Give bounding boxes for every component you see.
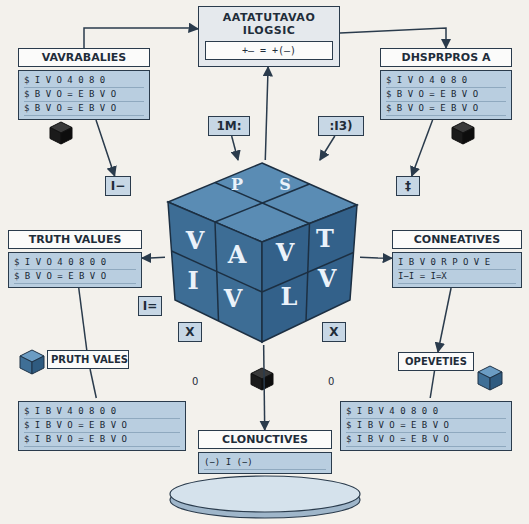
table-row: $ I B V O = E B V O — [24, 433, 180, 447]
connector — [142, 257, 165, 259]
tag-box: PRUTH VALES — [47, 350, 129, 369]
letter-cube: PSVAVTIVLV — [165, 160, 360, 345]
table-body: $ I V O 4 0 8 0 0$ B V O = E B V O — [8, 252, 142, 288]
platform — [170, 476, 360, 518]
symbol-text: X — [181, 325, 199, 339]
cube-face — [262, 205, 357, 342]
black-cube — [251, 368, 273, 390]
table-body: $ I B V 4 0 8 0 0$ I B V O = E B V O$ I … — [18, 401, 186, 451]
symbol-text: ‡ — [399, 179, 417, 193]
cube-letter: S — [279, 175, 291, 194]
tag-text: OPEVETIES — [402, 356, 470, 367]
table-row: I B V 0 R P O V E — [398, 256, 516, 270]
table-row: $ I B V O = E B V O — [24, 419, 180, 433]
panel-heading: DHSPRPROS A — [380, 48, 512, 67]
panel-heading: CONNEATIVES — [392, 230, 522, 249]
table-row: $ I V O 4 0 8 0 — [24, 74, 144, 88]
table-row: $ I B V O = E B V O — [346, 433, 506, 447]
connector — [84, 28, 198, 48]
symbol-box: ‡ — [396, 176, 420, 196]
table-panel: CONNEATIVES I B V 0 R P O V EI−I = I=X — [392, 230, 522, 288]
tag-box: OPEVETIES — [398, 352, 474, 371]
black-cube — [50, 122, 72, 144]
symbol-box: :I3) — [318, 116, 364, 136]
connector — [264, 345, 265, 430]
cube-letter: I — [187, 266, 198, 295]
panel-heading: VAVRABALIES — [18, 48, 150, 67]
symbol-box: I− — [105, 176, 131, 196]
table-panel: VAVRABALIES$ I V O 4 0 8 0$ B V O = E B … — [18, 48, 150, 120]
table-row: $ B V O = E B V O — [386, 88, 506, 102]
connector — [232, 136, 238, 160]
symbol-box: 1M: — [208, 116, 250, 136]
connector — [438, 288, 451, 352]
free-label: 0 — [328, 376, 334, 387]
table-panel: TRUTH VALUES $ I V O 4 0 8 0 0$ B V O = E… — [8, 230, 142, 288]
symbol-box: X — [178, 322, 202, 342]
connector — [360, 257, 392, 258]
cube-letter: V — [276, 238, 295, 267]
cube-seam — [172, 251, 263, 292]
table-panel: CLONUCTIVES (−) I (−) — [198, 430, 332, 474]
table-row: $ I V O 4 0 8 0 — [386, 74, 506, 88]
cube-letter: T — [316, 224, 334, 253]
cube-seam — [215, 184, 310, 222]
table-body: (−) I (−) — [198, 452, 332, 474]
panel-heading: TRUTH VALUES — [8, 230, 142, 249]
title-box: AATATUTAVAO ILOGSIC +— = +(—) — [198, 6, 340, 67]
blue-cube — [478, 366, 502, 390]
table-body: $ I V O 4 0 8 0$ B V O = E B V O$ B V O … — [18, 70, 150, 120]
connector — [96, 120, 115, 176]
table-body: $ I B V 4 0 8 0 0$ I B V O = E B V O$ I … — [340, 401, 512, 451]
table-row: $ I B V 4 0 8 0 0 — [24, 405, 180, 419]
cube-seam — [215, 183, 310, 224]
panel-heading: CLONUCTIVES — [198, 430, 332, 449]
tag-text: PRUTH VALES — [51, 354, 125, 365]
symbol-text: :I3) — [321, 119, 361, 133]
black-cube — [452, 122, 474, 144]
table-body: $ I V O 4 0 8 0$ B V O = E B V O$ B V O … — [380, 70, 512, 120]
connector — [79, 288, 87, 350]
cube-letter: V — [186, 226, 205, 255]
table-row: $ B V O = E B V O — [24, 102, 144, 116]
title-text: AATATUTAVAO ILOGSIC — [205, 11, 333, 37]
cube-face — [168, 202, 262, 342]
connector — [265, 67, 268, 160]
symbol-box: I= — [138, 296, 162, 316]
table-row: $ I B V O = E B V O — [346, 419, 506, 433]
table-panel: DHSPRPROS A$ I V O 4 0 8 0$ B V O = E B … — [380, 48, 512, 120]
cube-letter: V — [318, 264, 337, 293]
cube-letter: V — [224, 284, 243, 313]
connector — [412, 120, 433, 176]
connector — [430, 371, 434, 398]
cube-letter: L — [281, 282, 298, 311]
table-row: (−) I (−) — [204, 456, 326, 470]
table-row: $ I B V 4 0 8 0 0 — [346, 405, 506, 419]
formula-text: +— = +(—) — [205, 41, 333, 60]
table-panel: $ I B V 4 0 8 0 0$ I B V O = E B V O$ I … — [340, 398, 512, 451]
table-row: $ B V O = E B V O — [24, 88, 144, 102]
table-row: I−I = I=X — [398, 270, 516, 284]
cube-letter: P — [231, 175, 243, 194]
free-label: 0 — [192, 376, 198, 387]
cube-letter: A — [228, 240, 247, 269]
connector — [90, 369, 96, 398]
table-row: $ B V O = E B V O — [14, 270, 136, 284]
symbol-text: 1M: — [211, 119, 247, 133]
symbol-text: I− — [108, 179, 128, 193]
table-row: $ I V O 4 0 8 0 0 — [14, 256, 136, 270]
symbol-text: X — [325, 325, 343, 339]
symbol-box: X — [322, 322, 346, 342]
symbol-text: I= — [141, 299, 159, 313]
blue-cube — [20, 350, 44, 374]
table-panel: $ I B V 4 0 8 0 0$ I B V O = E B V O$ I … — [18, 398, 186, 451]
table-row: $ B V O = E B V O — [386, 102, 506, 116]
connector — [340, 28, 446, 48]
table-body: I B V 0 R P O V EI−I = I=X — [392, 252, 522, 288]
connector — [320, 136, 335, 160]
